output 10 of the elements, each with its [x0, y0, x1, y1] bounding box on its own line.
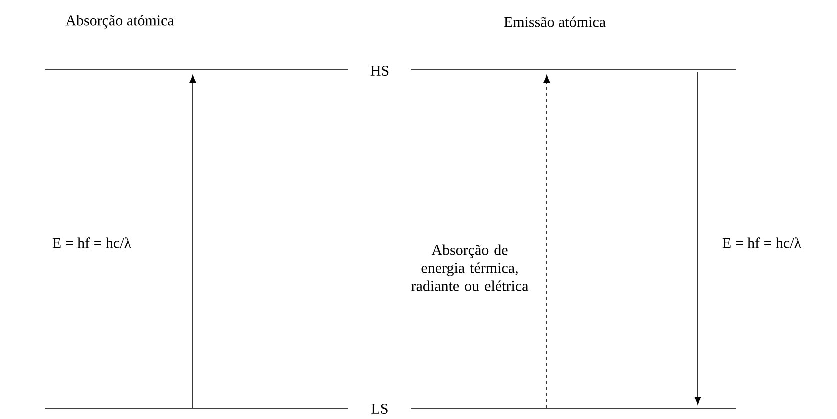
diagram-heading: Absorção atómica	[66, 15, 174, 29]
diagram-heading: Emissão atómica	[504, 16, 606, 28]
level-label: HS	[370, 66, 389, 76]
edge-label: Absorção de energia térmica, radiante ou elétrica	[412, 244, 529, 292]
arrow	[544, 75, 550, 408]
arrow	[190, 75, 196, 408]
edge-label: E = hf = hc/λ	[722, 238, 802, 248]
edge-label: E = hf = hc/λ	[52, 238, 132, 248]
arrow	[694, 72, 702, 405]
level-label: LS	[372, 404, 388, 414]
